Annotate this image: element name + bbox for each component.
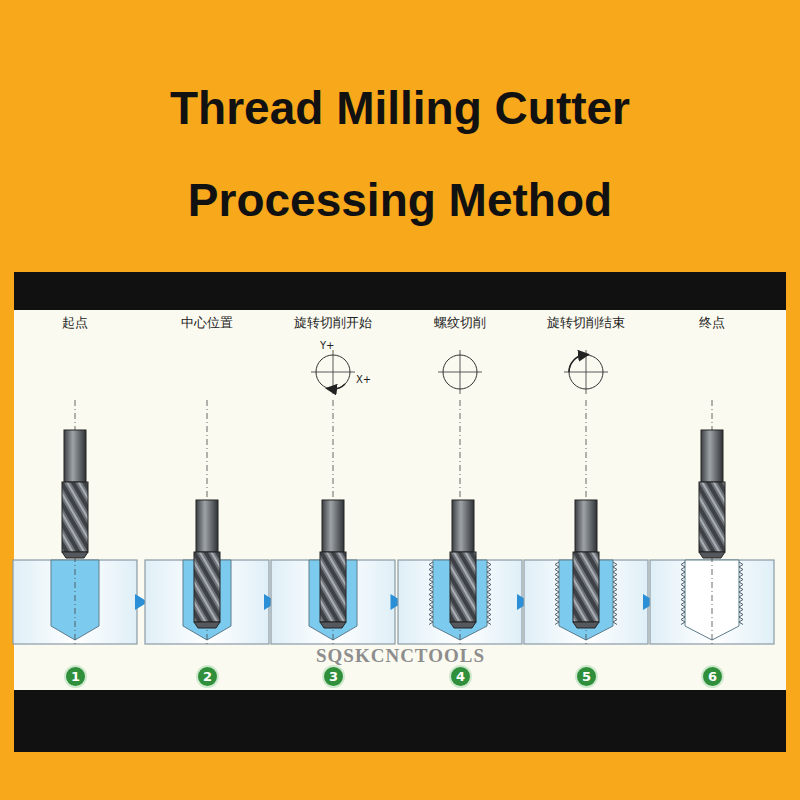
- step-number-text: 1: [71, 670, 80, 683]
- step-label: 起点: [62, 314, 88, 332]
- thread-profile: [739, 562, 743, 625]
- step-number-text: 2: [203, 670, 212, 683]
- step-number: 5: [575, 665, 598, 688]
- axis-line: [333, 350, 334, 394]
- rotation-arrow: [569, 355, 584, 372]
- step-number-text: 4: [456, 670, 465, 683]
- step-label: 终点: [699, 314, 725, 332]
- tool-tip: [194, 622, 220, 628]
- step-number: 1: [64, 665, 87, 688]
- tool-shank: [701, 430, 723, 482]
- tool-shank: [322, 500, 344, 552]
- thread-profile: [681, 562, 685, 625]
- thread-profile: [555, 562, 559, 625]
- tool-tip: [573, 622, 599, 628]
- tool-shank: [64, 430, 86, 482]
- tool-shank: [452, 500, 474, 552]
- tool-flutes: [194, 552, 220, 622]
- step-number-text: 6: [708, 670, 717, 683]
- step-number-text: 5: [582, 670, 591, 683]
- step-number-text: 3: [329, 670, 338, 683]
- rotation-arrow: [331, 384, 345, 389]
- thread-profile: [613, 562, 617, 625]
- tool-shank: [196, 500, 218, 552]
- axis-line: [586, 350, 587, 394]
- tool-tip: [320, 622, 346, 628]
- step-label: 螺纹切削: [434, 314, 486, 332]
- step-number: 4: [449, 665, 472, 688]
- watermark: SQSKCNCTOOLS: [316, 645, 485, 667]
- axis-label: X+: [356, 374, 371, 385]
- step-label: 旋转切削结束: [547, 314, 625, 332]
- step-number: 3: [322, 665, 345, 688]
- axis-line: [460, 350, 461, 394]
- tool-flutes: [320, 552, 346, 622]
- step-number: 6: [701, 665, 724, 688]
- tool-flutes: [699, 482, 725, 552]
- thread-profile: [487, 562, 491, 625]
- tool-flutes: [573, 552, 599, 622]
- axis-label: Y+: [320, 340, 335, 351]
- tool-flutes: [62, 482, 88, 552]
- tool-tip: [62, 552, 88, 558]
- step-label: 中心位置: [181, 314, 233, 332]
- thread-profile: [429, 562, 433, 625]
- title: Thread Milling Cutter Processing Method: [100, 62, 700, 246]
- tool-flutes: [450, 552, 476, 622]
- step-label: 旋转切削开始: [294, 314, 372, 332]
- tool-tip: [699, 552, 725, 558]
- step-number: 2: [196, 665, 219, 688]
- tool-tip: [450, 622, 476, 628]
- tool-shank: [575, 500, 597, 552]
